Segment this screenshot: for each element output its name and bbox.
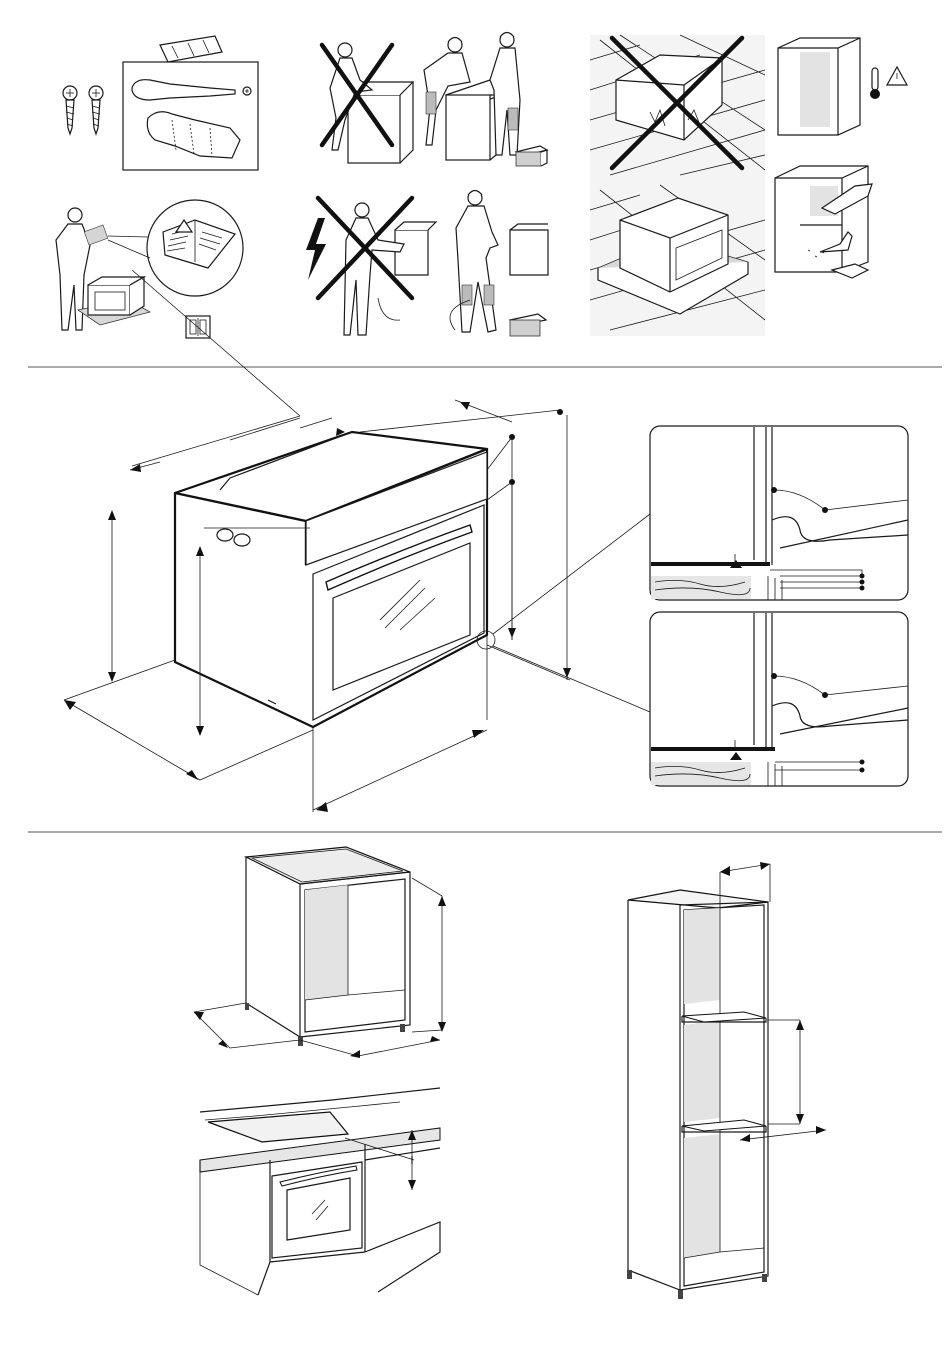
section-safety-pictograms <box>28 20 942 360</box>
section-cabinet-installation <box>28 838 942 1338</box>
section-oven-dimensions <box>28 372 942 827</box>
